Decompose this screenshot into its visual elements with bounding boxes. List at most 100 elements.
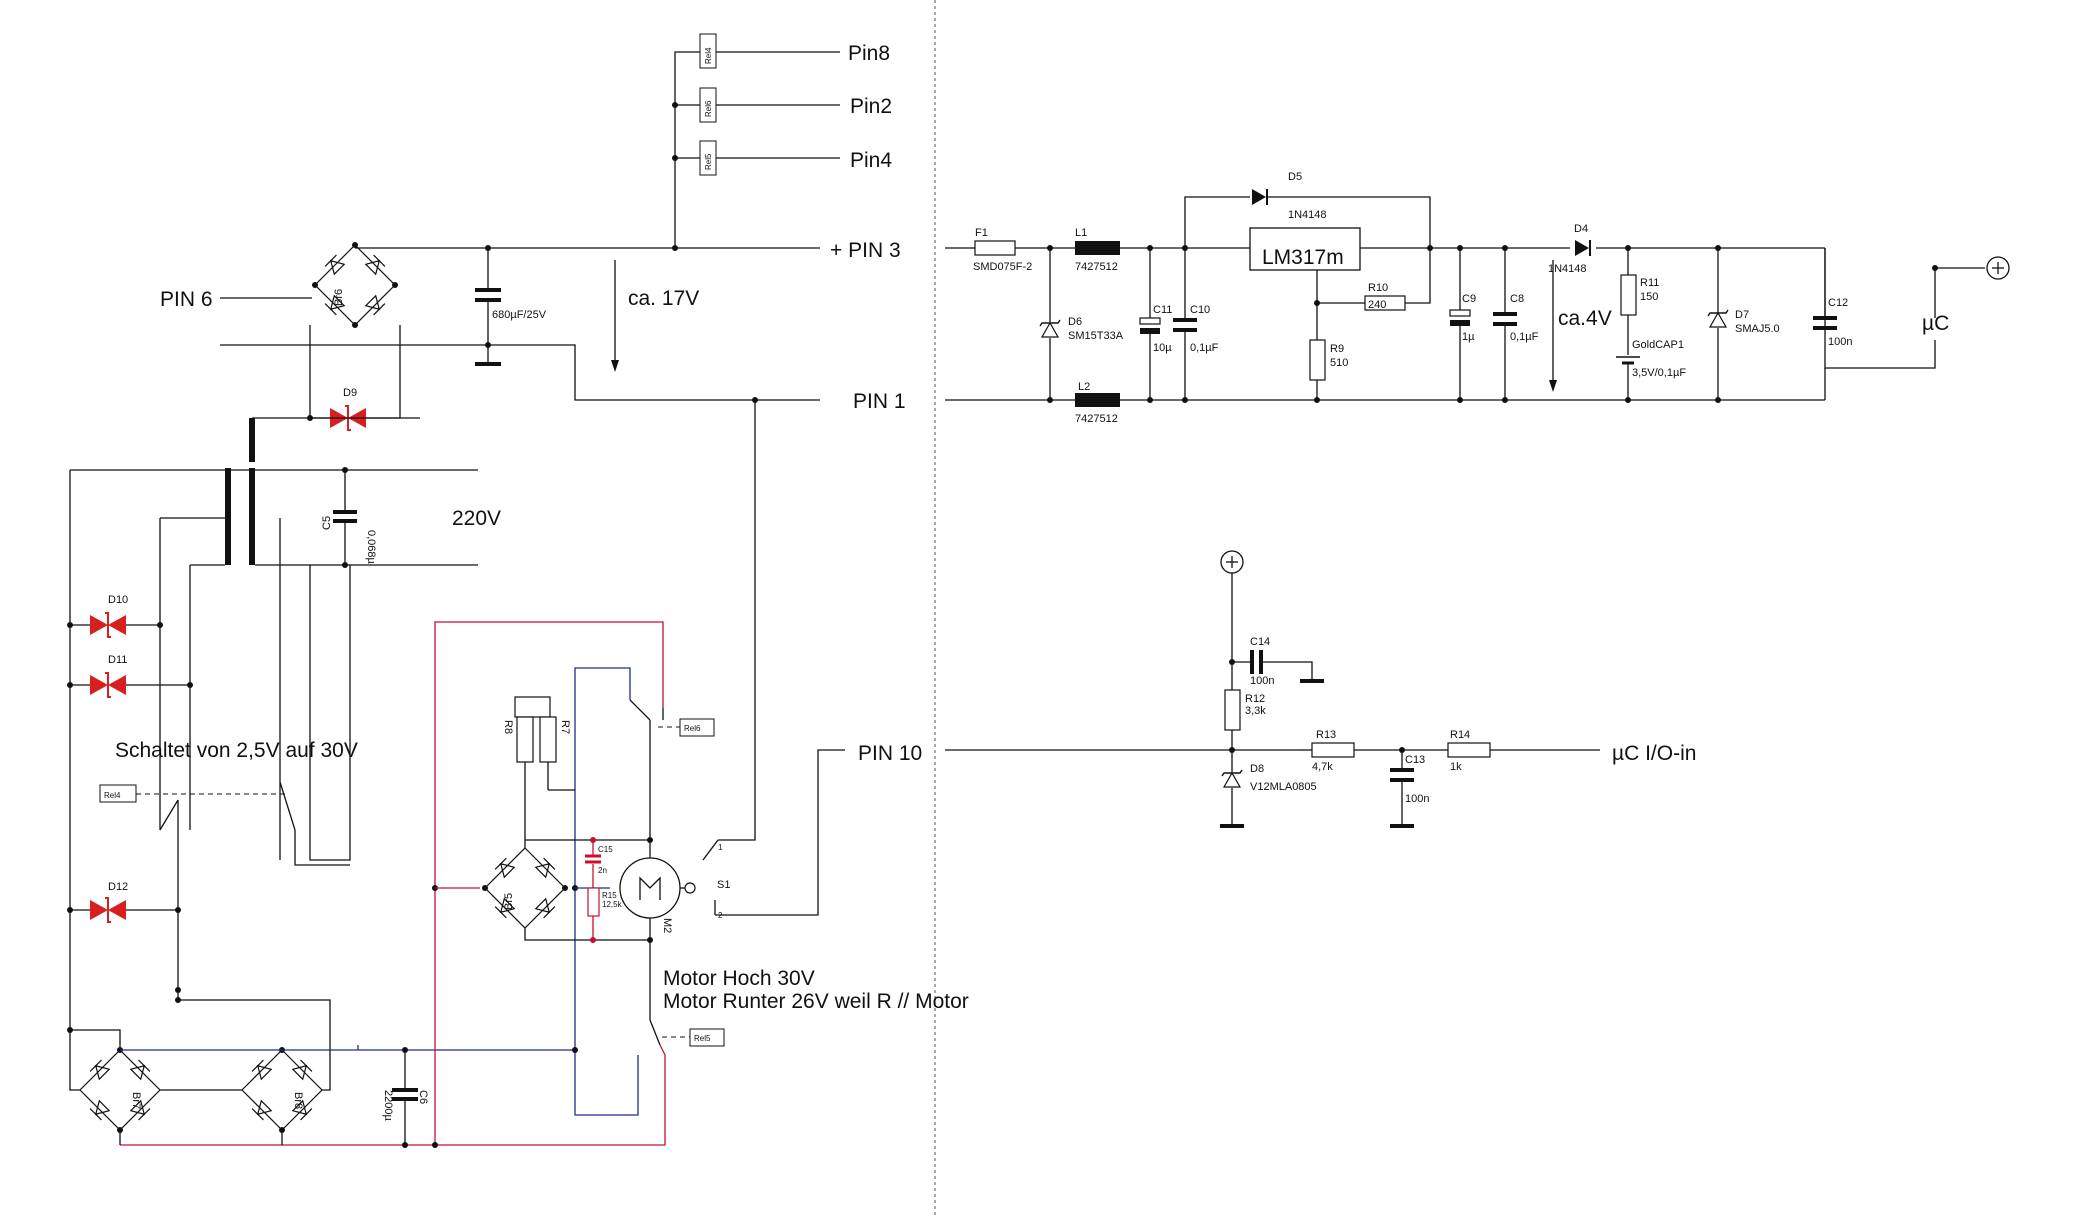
c6-value: 2200µ: [382, 1090, 394, 1121]
r12-value: 3,3k: [1245, 705, 1266, 717]
diode-d5: [1184, 188, 1433, 251]
l1-label: L1: [1075, 227, 1087, 239]
r11-value: 150: [1640, 291, 1658, 303]
c11-label: C11: [1153, 304, 1172, 316]
regulator-label: LM317m: [1262, 246, 1344, 269]
bridge-rectifier-br5: [482, 848, 568, 928]
tvs-diode-d10: [67, 612, 163, 638]
goldcap-label: GoldCAP1: [1632, 339, 1684, 351]
regulator-lm317: [1249, 227, 1361, 303]
c5-label: C5: [321, 516, 333, 530]
c10-value: 0,1µF: [1190, 342, 1219, 354]
r9-label: R9: [1330, 343, 1344, 355]
net-label-uc-io: µC I/O-in: [1612, 742, 1696, 765]
resistor-r9: [1309, 303, 1326, 403]
r13-label: R13: [1316, 729, 1336, 741]
relay-rel6-box: [699, 87, 717, 123]
voltage-label-17v: ca. 17V: [628, 287, 699, 310]
mains-label: 220V: [452, 507, 501, 530]
supply-plus-icon-lower: [1220, 550, 1244, 690]
net-label-pin4: Pin4: [850, 149, 892, 172]
r8-label: R8: [502, 720, 514, 734]
c15-value: 2n: [598, 866, 607, 875]
motor-up-note: Motor Hoch 30V: [663, 967, 815, 990]
voltage-label-4v: ca.4V: [1558, 307, 1612, 330]
switch-s1: [702, 400, 845, 916]
resistor-r14: [1447, 742, 1600, 758]
d6-label: D6: [1068, 316, 1082, 328]
motor-m2: [619, 837, 696, 943]
r11-label: R11: [1640, 277, 1659, 289]
bridge-rectifier-br8: [242, 1047, 322, 1133]
r9-value: 510: [1330, 357, 1348, 369]
br6-label: Br6: [333, 289, 345, 306]
tvs-diode-d6: [1039, 245, 1061, 403]
f1-label: F1: [975, 227, 988, 239]
tvs-diode-d12: [67, 897, 181, 923]
tvs-diode-d7: [1707, 245, 1729, 403]
c14-label: C14: [1250, 636, 1270, 648]
c11-value: 10µ: [1153, 342, 1172, 354]
c13-value: 100n: [1405, 793, 1429, 805]
capacitor-c9: [1449, 245, 1471, 403]
net-label-pin6: PIN 6: [160, 288, 213, 311]
rel6-switch-label: Rel6: [684, 724, 701, 733]
capacitor-c8: [1493, 245, 1517, 403]
capacitor-680uf: [475, 248, 501, 366]
d9-label: D9: [343, 387, 357, 399]
r14-value: 1k: [1450, 761, 1462, 773]
resistor-r15: [587, 887, 600, 943]
br5-label: Br5: [503, 893, 515, 910]
capacitor-680uf-label: 680µF/25V: [492, 309, 547, 321]
r15-label: R15: [602, 891, 617, 900]
resistor-r10: [1314, 248, 1431, 311]
resistor-r12: [1224, 689, 1241, 753]
br8-label: Br8: [292, 1092, 304, 1109]
transformer: [70, 417, 478, 861]
motor-down-note: Motor Runter 26V weil R // Motor: [663, 990, 969, 1013]
rel5-switch-label: Rel5: [694, 1034, 711, 1043]
c12-label: C12: [1828, 297, 1848, 309]
right-rails: [945, 247, 1985, 401]
r14-label: R14: [1450, 729, 1470, 741]
capacitor-c12: [1813, 248, 1837, 330]
l2-label: L2: [1078, 381, 1090, 393]
m2-label: M2: [661, 918, 673, 933]
tvs-diode-d8: [1220, 750, 1244, 828]
capacitor-c14: [1229, 650, 1324, 683]
diode-d4: [1574, 239, 1591, 257]
relay-rel4-switch: [99, 781, 350, 990]
resistor-r8-r7: [514, 696, 575, 840]
f1-value: SMD075F-2: [973, 261, 1032, 273]
rel6-label: Rel6: [704, 100, 713, 117]
supply-plus-icon: [1986, 256, 2010, 280]
voltage-arrow-4v: [1549, 260, 1557, 392]
goldcap-value: 3,5V/0,1µF: [1632, 367, 1686, 379]
d6-value: SM15T33A: [1068, 330, 1124, 342]
d5-value: 1N4148: [1288, 209, 1327, 221]
switch-note: Schaltet von 2,5V auf 30V: [115, 739, 358, 762]
capacitor-c11: [1139, 245, 1161, 403]
bridge-rectifier-br7: [69, 1030, 160, 1133]
r10-label: R10: [1368, 282, 1388, 294]
d8-value: V12MLA0805: [1250, 781, 1317, 793]
relay-rel4-box: [699, 33, 717, 69]
resistor-r11: [1620, 245, 1637, 355]
d7-value: SMAJ5.0: [1735, 323, 1780, 335]
fuse-f1: [974, 240, 1016, 256]
s1-pin2: 2: [718, 911, 723, 920]
net-label-pin1-left: PIN 1: [853, 390, 906, 413]
net-label-pin2: Pin2: [850, 95, 892, 118]
c6-label: C6: [417, 1090, 429, 1104]
d7-label: D7: [1735, 309, 1749, 321]
inductor-l2: [1075, 393, 1120, 407]
relay-rel5-switch: [649, 940, 725, 1047]
c9-label: C9: [1462, 293, 1476, 305]
d5-label: D5: [1288, 171, 1302, 183]
c8-value: 0,1µF: [1510, 331, 1539, 343]
d11-label: D11: [108, 654, 127, 666]
d10-label: D10: [108, 594, 128, 606]
s1-label: S1: [717, 879, 730, 891]
capacitor-c15: [585, 837, 601, 888]
c14-value: 100n: [1250, 675, 1274, 687]
